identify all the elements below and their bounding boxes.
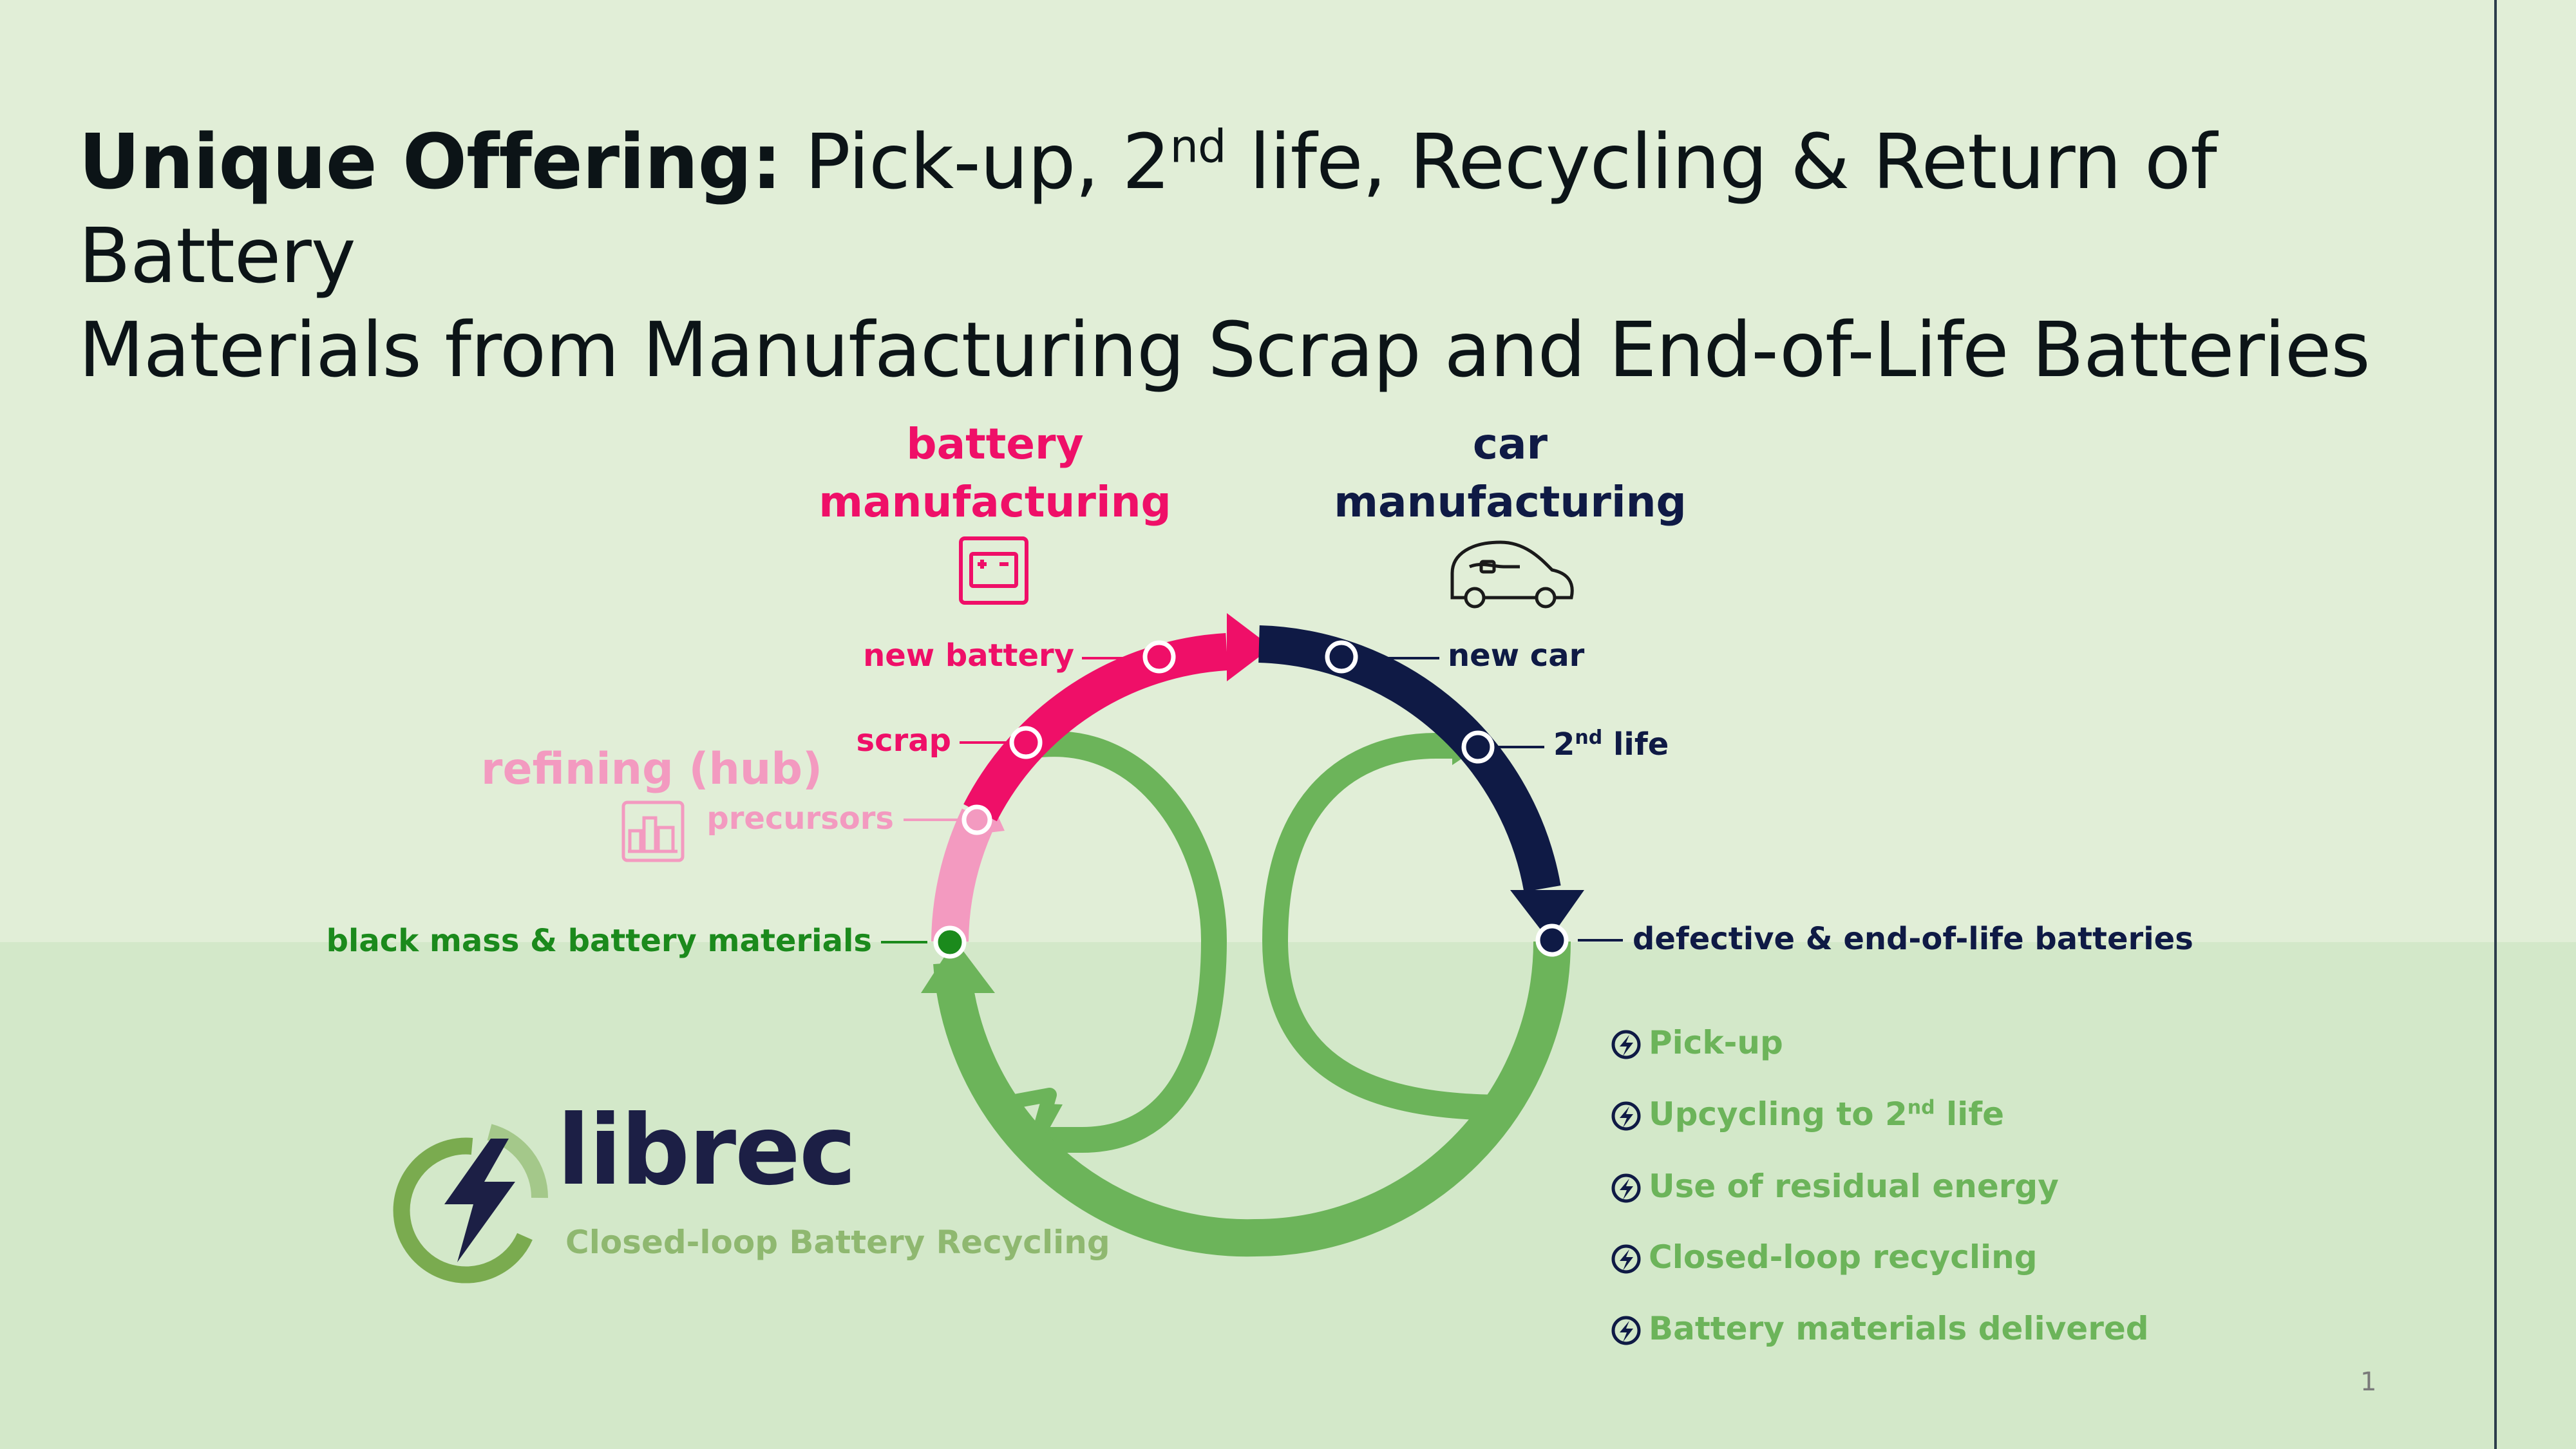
refinery-icon <box>621 800 685 862</box>
node-new-battery <box>1142 640 1176 674</box>
car-icon <box>1450 540 1574 609</box>
feature-item: Upcycling to 2nd life <box>1649 1095 2004 1133</box>
node-scrap <box>1009 726 1043 759</box>
car-arrowhead <box>1510 890 1584 940</box>
node-second-life <box>1461 730 1495 764</box>
second-life-label: 2nd life <box>1553 726 1669 762</box>
logo-tagline: Closed-loop Battery Recycling <box>565 1224 1110 1261</box>
feature-item: Use of residual energy <box>1649 1168 2059 1205</box>
car-label-line1: car <box>1472 419 1548 469</box>
title-bold: Unique Offering: <box>79 117 782 206</box>
battery-icon <box>959 536 1028 605</box>
second-life-num: 2 <box>1553 726 1575 762</box>
bolt-icon <box>1611 1244 1641 1274</box>
feature-item: Closed-loop recycling <box>1649 1238 2038 1276</box>
defective-label: defective & end-of-life batteries <box>1633 921 2193 957</box>
right-edge-rule <box>2494 0 2497 1449</box>
outer-return-arrowhead <box>921 940 995 993</box>
refining-hub-label: refining (hub) <box>480 744 823 795</box>
feature-sup: nd <box>1907 1096 1935 1119</box>
battery-arrowhead <box>1227 613 1272 681</box>
outer-return-arc <box>933 941 1571 1257</box>
feature-rest: life <box>1935 1095 2004 1133</box>
title-line2: Materials from Manufacturing Scrap and E… <box>79 305 2371 394</box>
bolt-icon <box>1611 1173 1641 1203</box>
inner-loop-right <box>1262 726 1508 1121</box>
inner-loop-left <box>1011 731 1227 1153</box>
car-manufacturing-label: car manufacturing <box>1317 415 1703 531</box>
feature-text: Upcycling to 2 <box>1649 1095 1908 1133</box>
node-new-car <box>1325 640 1358 674</box>
battery-label-line1: battery <box>906 419 1084 469</box>
scrap-label: scrap <box>856 723 951 759</box>
feature-item: Pick-up <box>1649 1024 1783 1061</box>
node-defective <box>1535 923 1569 957</box>
precursors-label: precursors <box>706 800 894 837</box>
page-number: 1 <box>2360 1367 2377 1397</box>
car-label-line2: manufacturing <box>1334 477 1687 527</box>
title-line1b: life, Recycling & Return of Battery <box>79 117 2217 300</box>
black-mass-label: black mass & battery materials <box>326 923 872 959</box>
second-life-sup: nd <box>1575 726 1603 749</box>
second-life-rest: life <box>1602 726 1669 762</box>
node-precursors <box>961 804 992 835</box>
bolt-icon <box>1611 1030 1641 1059</box>
car-arc <box>1258 625 1561 893</box>
node-black-mass <box>933 925 967 959</box>
feature-item: Battery materials delivered <box>1649 1310 2149 1347</box>
logo-name: librec <box>557 1095 857 1207</box>
bolt-icon <box>1611 1101 1641 1131</box>
battery-label-line2: manufacturing <box>819 477 1171 527</box>
bolt-icon <box>1611 1316 1641 1345</box>
new-car-label: new car <box>1448 638 1585 674</box>
title-line1-sup: nd <box>1170 120 1227 173</box>
battery-arc <box>963 633 1228 822</box>
slide-title: Unique Offering: Pick-up, 2nd life, Recy… <box>79 115 2429 397</box>
feature-bolt-icons <box>1611 1030 1641 1345</box>
battery-manufacturing-label: battery manufacturing <box>802 415 1188 531</box>
new-battery-label: new battery <box>863 638 1074 674</box>
librec-logo-icon <box>393 1124 549 1283</box>
title-line1a: Pick-up, 2 <box>781 117 1171 206</box>
